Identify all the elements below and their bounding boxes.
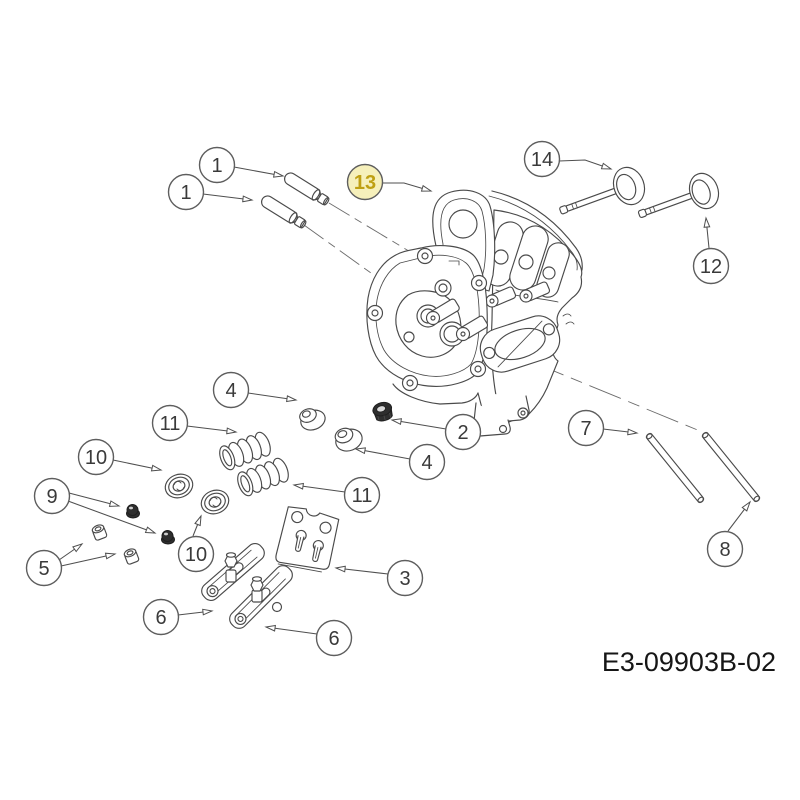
spring-retainer-drawing [299, 408, 363, 452]
callout-6[interactable]: 6 [142, 598, 180, 636]
valve-spring-drawing [219, 431, 289, 497]
callout-circle-5[interactable] [25, 549, 63, 587]
leader-arrowhead-9 [144, 526, 157, 534]
valve-seal-drawing [372, 401, 393, 422]
leader-arrowhead-10 [194, 514, 202, 527]
callout-circle-3[interactable] [386, 559, 424, 597]
push-rod-drawing [645, 431, 761, 504]
callout-circle-14[interactable] [523, 140, 561, 178]
callout-1[interactable]: 1 [198, 146, 236, 184]
leader-arrowhead-6 [202, 608, 214, 616]
push-rod-tube-drawing [261, 172, 330, 229]
callout-label-1: 1 [211, 155, 222, 177]
valve-drawing [559, 166, 720, 218]
leader-arrowhead-1 [242, 195, 254, 203]
callout-12[interactable]: 12 [692, 247, 730, 285]
callout-label-6: 6 [155, 607, 166, 629]
leader-arrowhead-6 [264, 624, 276, 632]
callout-label-11: 11 [352, 485, 373, 507]
callout-label-7: 7 [580, 418, 591, 440]
callout-4[interactable]: 4 [408, 443, 446, 481]
callout-circle-10[interactable] [177, 535, 215, 573]
callout-circle-1[interactable] [198, 146, 236, 184]
callout-5[interactable]: 5 [25, 549, 63, 587]
leader-arrowhead-11 [292, 482, 304, 490]
callout-label-6: 6 [328, 628, 339, 650]
callout-circle-11[interactable] [151, 404, 189, 442]
callout-2[interactable]: 2 [444, 413, 482, 451]
leader-lines [58, 159, 752, 635]
callout-circle-13[interactable] [346, 163, 384, 201]
callout-circle-11[interactable] [343, 476, 381, 514]
callout-label-10: 10 [85, 447, 107, 469]
valve-cap-drawing [91, 524, 140, 565]
callout-label-12: 12 [700, 256, 722, 278]
leader-arrowhead-4 [286, 395, 298, 403]
leader-arrowhead-14 [600, 162, 613, 170]
leader-arrowhead-3 [334, 565, 346, 573]
callout-13-highlighted[interactable]: 13 [346, 163, 384, 201]
callout-label-10: 10 [185, 544, 207, 566]
callout-circle-6[interactable] [142, 598, 180, 636]
callout-10[interactable]: 10 [77, 438, 115, 476]
leader-arrowhead-4 [354, 447, 367, 455]
leader-arrowhead-1 [272, 170, 285, 178]
callout-label-13: 13 [354, 172, 376, 194]
callout-1[interactable]: 1 [167, 173, 205, 211]
callout-10[interactable]: 10 [177, 535, 215, 573]
callout-label-3: 3 [399, 568, 410, 590]
callout-circle-2[interactable] [444, 413, 482, 451]
spring-seat-drawing [164, 473, 230, 515]
callout-3[interactable]: 3 [386, 559, 424, 597]
callout-11[interactable]: 11 [151, 404, 189, 442]
leader-arrowhead-13 [420, 184, 433, 192]
callout-9[interactable]: 9 [33, 477, 71, 515]
cylinder-head-drawing [366, 189, 583, 437]
leader-arrowhead-7 [627, 428, 639, 436]
callout-8[interactable]: 8 [706, 530, 744, 568]
rocker-arm-drawing [201, 542, 293, 629]
callout-4[interactable]: 4 [212, 371, 250, 409]
leader-arrowhead-8 [741, 500, 752, 512]
callout-label-11: 11 [160, 413, 181, 435]
callout-label-4: 4 [421, 452, 432, 474]
diagram-code: E3-09903B-02 [602, 647, 776, 677]
callout-circle-4[interactable] [408, 443, 446, 481]
callout-label-8: 8 [719, 539, 730, 561]
leader-arrowhead-11 [226, 427, 238, 435]
callout-7[interactable]: 7 [567, 409, 605, 447]
callout-label-5: 5 [38, 558, 49, 580]
callout-circle-7[interactable] [567, 409, 605, 447]
callout-circle-9[interactable] [33, 477, 71, 515]
callout-circle-12[interactable] [692, 247, 730, 285]
callout-14[interactable]: 14 [523, 140, 561, 178]
callout-label-4: 4 [225, 380, 236, 402]
callout-circle-4[interactable] [212, 371, 250, 409]
callout-circle-1[interactable] [167, 173, 205, 211]
callout-circle-8[interactable] [706, 530, 744, 568]
leader-arrowhead-10 [150, 464, 163, 472]
callout-circle-6[interactable] [315, 619, 353, 657]
callout-circle-10[interactable] [77, 438, 115, 476]
leader-arrowhead-5 [72, 543, 84, 553]
leader-arrowhead-2 [390, 418, 403, 426]
callout-label-2: 2 [457, 422, 468, 444]
callout-balloons: 11 13 14 12 4 2 11 10 4 11 9 10 5 3 6 6 7 8 [25, 140, 744, 657]
leader-arrowhead-12 [703, 216, 711, 228]
callout-6[interactable]: 6 [315, 619, 353, 657]
callout-label-14: 14 [531, 149, 553, 171]
jam-nut-drawing [126, 504, 175, 545]
guide-plate-drawing [275, 506, 340, 573]
callout-label-9: 9 [46, 486, 57, 508]
callout-label-1: 1 [180, 182, 191, 204]
leader-arrowhead-9 [108, 500, 121, 507]
callout-11[interactable]: 11 [343, 476, 381, 514]
leader-line-9 [67, 500, 156, 534]
leader-arrowhead-5 [104, 552, 117, 560]
